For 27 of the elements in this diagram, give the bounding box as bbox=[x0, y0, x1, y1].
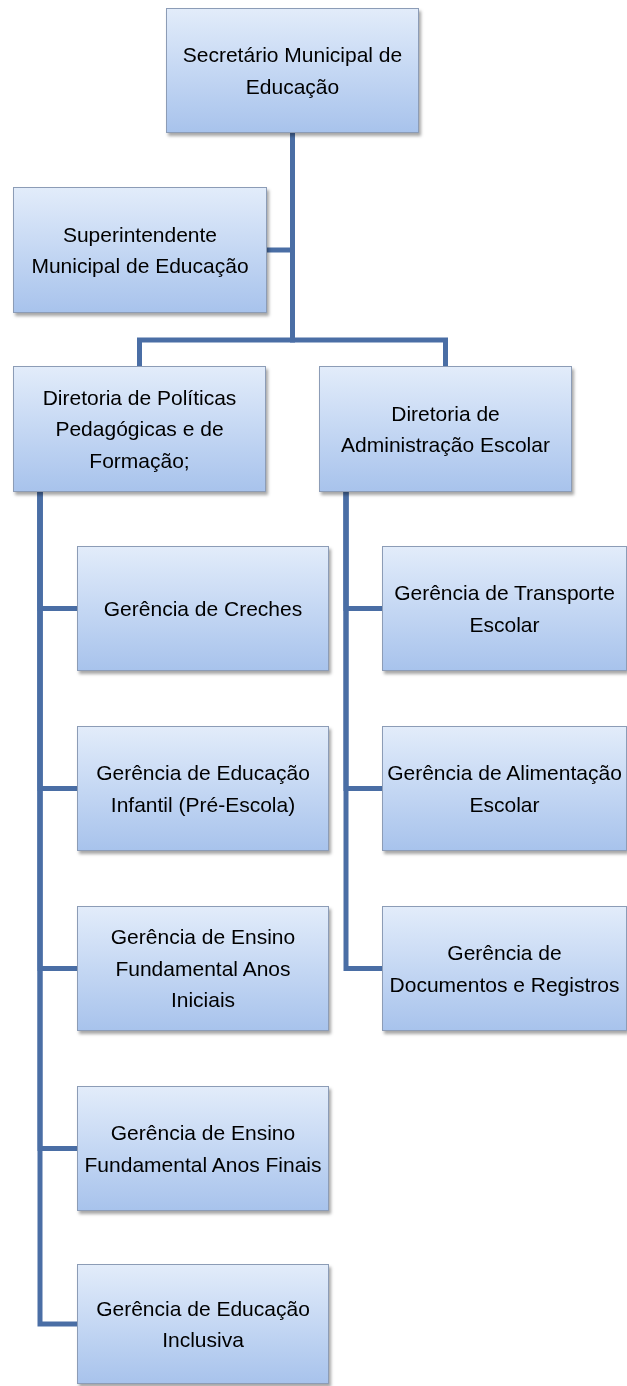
box-label: Gerência de Educação Infantil (Pré-Escola) bbox=[95, 760, 311, 818]
org-box bbox=[13, 366, 266, 492]
box-label: Gerência de Alimentação Escolar bbox=[387, 760, 622, 818]
org-box bbox=[77, 546, 329, 671]
org-box bbox=[77, 726, 329, 851]
connector-line bbox=[343, 492, 382, 971]
box-label: Superintendente Municipal de Educação bbox=[30, 221, 250, 279]
org-box bbox=[319, 366, 572, 492]
org-box bbox=[77, 1086, 329, 1211]
org-box bbox=[166, 8, 419, 133]
box-label: Gerência de Ensino Fundamental Anos Finais bbox=[83, 1120, 323, 1178]
connector-line bbox=[290, 133, 448, 366]
box-label: Gerência de Documentos e Registros bbox=[388, 940, 621, 998]
box-label: Diretoria de Administração Escolar bbox=[340, 400, 551, 458]
box-label: Gerência de Creches bbox=[103, 595, 303, 622]
org-box bbox=[382, 546, 627, 671]
org-box bbox=[13, 187, 267, 313]
box-label: Diretoria de Políticas Pedagógicas e de Formação; bbox=[41, 384, 238, 474]
box-label: Gerência de Transporte Escolar bbox=[393, 580, 616, 638]
org-box bbox=[382, 726, 627, 851]
box-label: Secretário Municipal de Educação bbox=[181, 42, 404, 100]
connector-line bbox=[37, 492, 77, 1327]
box-label: Gerência de Ensino Fundamental Anos Iniciais bbox=[109, 924, 297, 1014]
box-label: Gerência de Educação Inclusiva bbox=[95, 1295, 311, 1353]
org-box bbox=[77, 906, 329, 1031]
org-box bbox=[382, 906, 627, 1031]
org-box bbox=[77, 1264, 329, 1384]
